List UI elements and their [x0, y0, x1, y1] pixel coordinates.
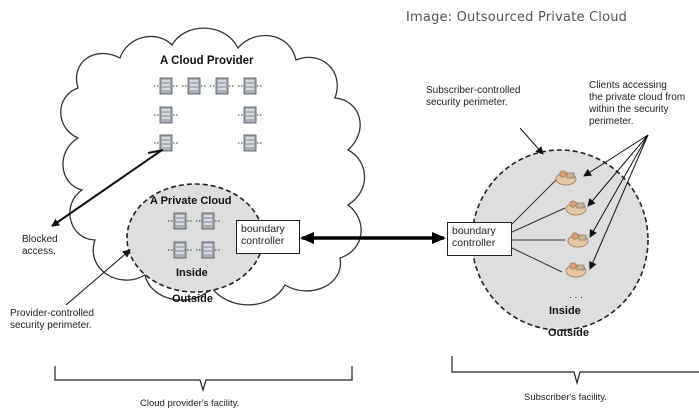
clients-note: Clients accessing the private cloud from… [589, 80, 686, 127]
private-cloud-title: A Private Cloud [150, 195, 232, 207]
provider-facility-brace [54, 366, 353, 393]
subscriber-boundary-line1: boundary [452, 225, 496, 237]
subscriber-facility-brace [451, 356, 699, 386]
subscriber-facility-label: Subscriber's facility. [524, 392, 607, 403]
provider-facility-label: Cloud provider's facility. [140, 398, 240, 409]
provider-perimeter-note: Provider-controlled security perimeter. [10, 308, 94, 331]
cloud-provider-title: A Cloud Provider [160, 55, 254, 67]
subscriber-boundary-controller: boundary controller [447, 222, 512, 256]
subscriber-perimeter-note: Subscriber-controlled security perimeter… [426, 85, 521, 108]
subscriber-inside-label: Inside [549, 305, 581, 317]
provider-boundary-line1: boundary [241, 223, 285, 235]
blocked-access-note: Blocked access. [22, 234, 58, 257]
provider-boundary-line2: controller [241, 235, 285, 247]
subscriber-boundary-line2: controller [452, 237, 496, 249]
subscriber-outside-label: Outside [548, 327, 589, 339]
more-clients-ellipsis: . . . [569, 290, 583, 301]
provider-inside-label: Inside [176, 267, 208, 279]
figure-caption: Image: Outsourced Private Cloud [406, 10, 628, 25]
provider-boundary-controller: boundary controller [236, 220, 300, 254]
provider-outside-label: Outside [172, 293, 213, 305]
